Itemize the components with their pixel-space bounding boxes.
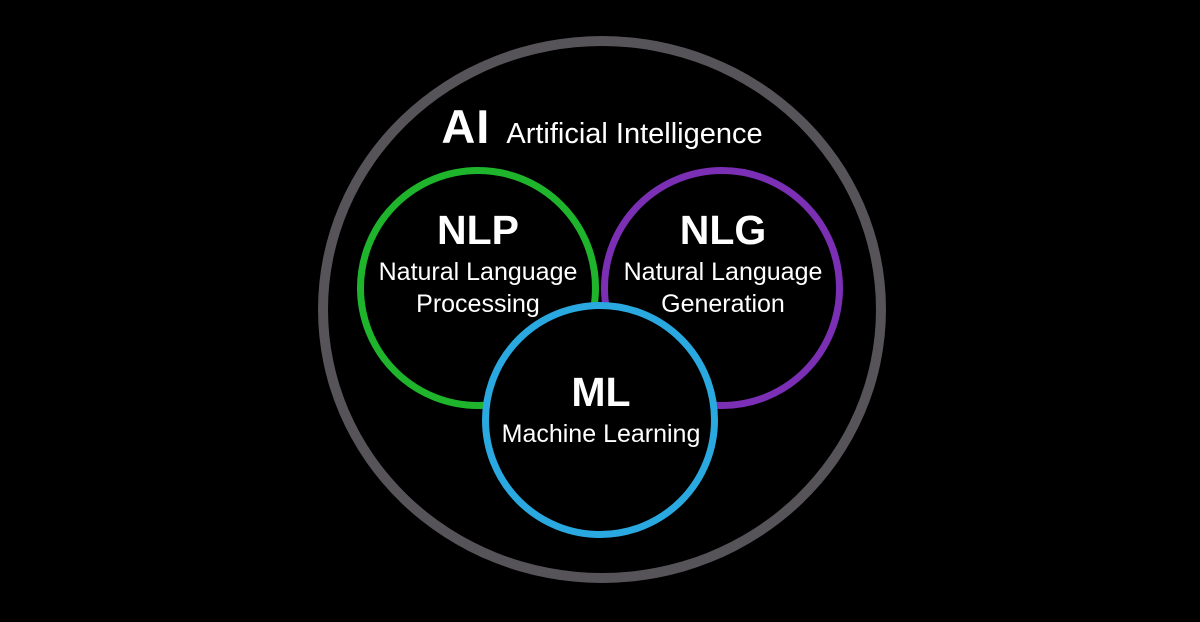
nlp-name-line1: Natural Language: [378, 258, 578, 286]
nlp-name-line2: Processing: [416, 290, 540, 318]
nlg-abbr-label: NLG: [679, 207, 767, 253]
ml-circle: [482, 302, 718, 538]
ml-label-group: ML Machine Learning: [502, 370, 701, 450]
ai-full-name-label: Artificial Intelligence: [506, 118, 763, 150]
ai-abbr-label: AI: [441, 100, 491, 153]
ai-outer-circle: [318, 36, 886, 583]
nlg-circle: [601, 167, 843, 409]
nlg-label-group: NLG Natural Language Generation: [624, 208, 823, 320]
nlg-name-line2: Generation: [661, 290, 785, 318]
nlp-label-group: NLP Natural Language Processing: [379, 208, 578, 320]
ai-title: AI Artificial Intelligence: [441, 99, 762, 154]
nlp-circle: [357, 167, 599, 409]
nlg-name-line1: Natural Language: [623, 258, 823, 286]
nlp-abbr-label: NLP: [437, 207, 519, 253]
ml-abbr-label: ML: [571, 369, 631, 415]
ml-name-label: Machine Learning: [501, 420, 701, 448]
